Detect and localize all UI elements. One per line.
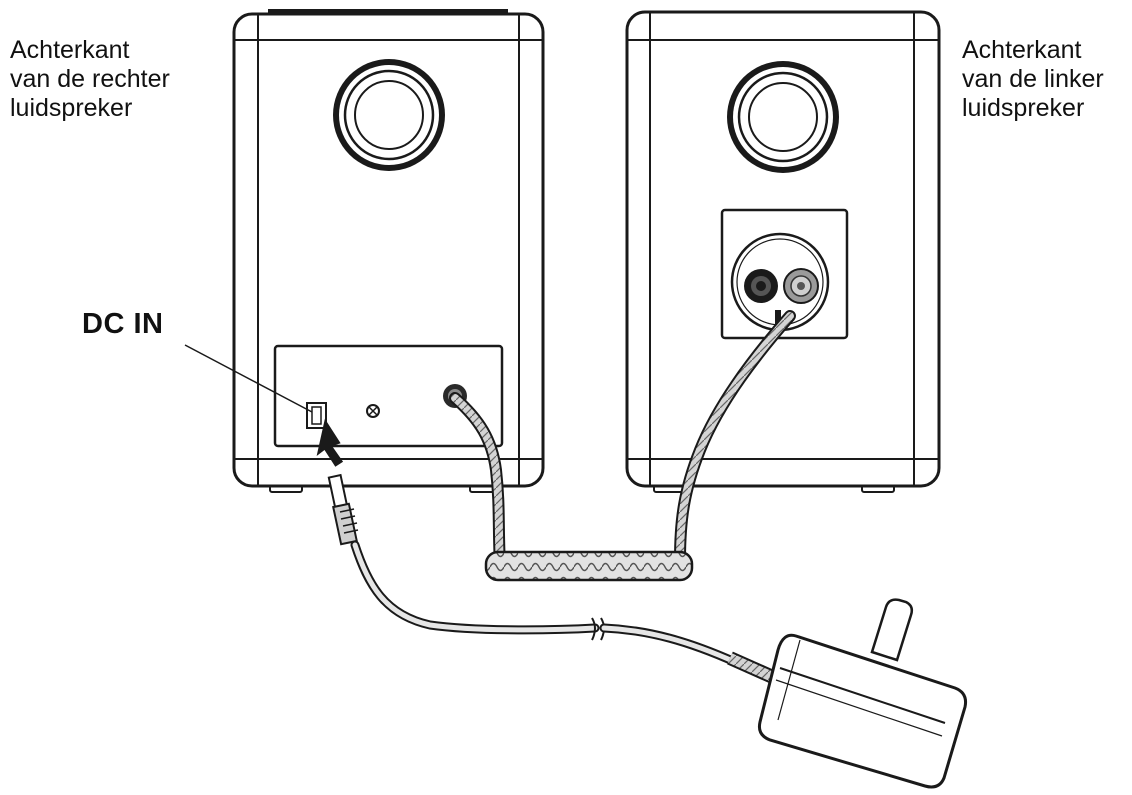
power-adapter-icon xyxy=(758,598,967,789)
label-line: luidspreker xyxy=(10,94,133,122)
left-speaker-back xyxy=(625,10,941,493)
woofer-circle-icon xyxy=(727,61,839,173)
connector-panel xyxy=(273,344,504,448)
speaker-top-trim xyxy=(268,9,508,15)
dc-in-socket xyxy=(306,402,327,429)
right-speaker-back xyxy=(232,9,545,493)
dc-in-callout xyxy=(184,344,344,467)
speaker-cable xyxy=(449,310,796,582)
pointer-arrow-icon xyxy=(316,418,344,467)
right-speaker-back-label: Achterkant van de rechter luidspreker xyxy=(10,36,170,123)
speaker-terminal-pair-icon xyxy=(730,232,830,332)
dc-plug xyxy=(327,473,359,546)
woofer-circle-icon xyxy=(333,59,445,171)
screw-icon xyxy=(366,404,380,418)
label-line: van de linker xyxy=(962,65,1104,93)
leader-line xyxy=(184,344,313,413)
power-cable xyxy=(327,473,778,685)
label-line: Achterkant xyxy=(962,36,1082,64)
label-line: luidspreker xyxy=(962,94,1085,122)
cable-bundle xyxy=(484,550,694,582)
dc-in-label: DC IN xyxy=(82,308,164,340)
left-speaker-back-label: Achterkant van de linker luidspreker xyxy=(962,36,1104,123)
label-line: Achterkant xyxy=(10,36,130,64)
label-line: van de rechter xyxy=(10,65,170,93)
